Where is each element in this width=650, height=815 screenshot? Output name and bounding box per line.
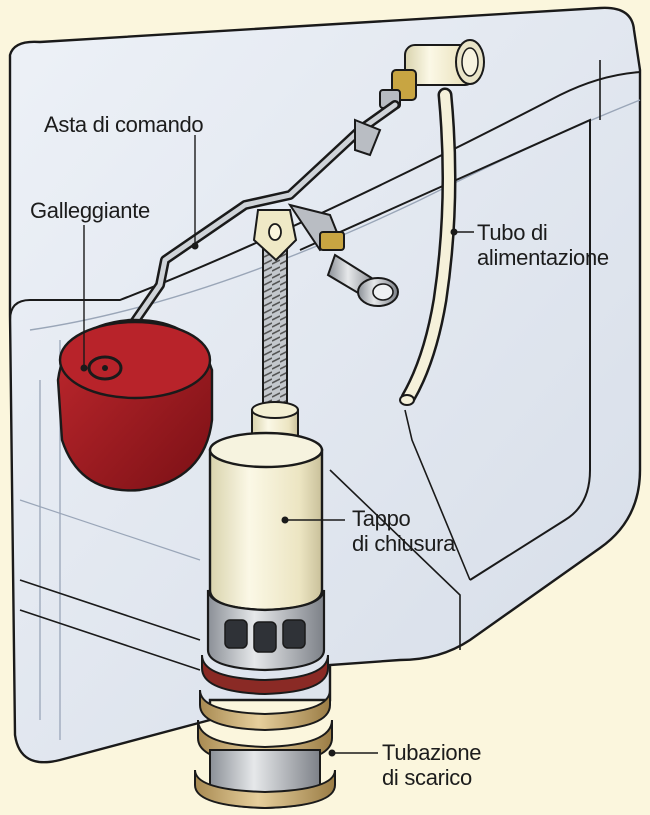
valve-piston	[326, 253, 399, 307]
metal-cage	[206, 589, 326, 672]
label-asta-di-comando: Asta di comando	[44, 112, 204, 137]
label-tubo-line-1: Tubo di	[477, 220, 548, 245]
label-tappo-di-chiusura: Tappo di chiusura	[352, 506, 455, 556]
label-tubazione-line-2: di scarico	[382, 765, 472, 790]
label-tubo-line-2: alimentazione	[477, 245, 609, 270]
label-galleggiante-text: Galleggiante	[30, 198, 150, 223]
label-galleggiante: Galleggiante	[30, 198, 150, 223]
inlet-valve	[379, 39, 485, 109]
label-asta-text: Asta di comando	[44, 112, 204, 137]
stopper-cylinder	[208, 401, 324, 612]
label-tappo-line-1: Tappo	[352, 506, 411, 531]
feed-tube	[399, 87, 457, 406]
gasket-rings	[194, 654, 336, 810]
label-tubazione-line-1: Tubazione	[382, 740, 482, 765]
leader-lines	[80, 135, 474, 757]
float-ball	[56, 318, 214, 492]
label-tubo-di-alimentazione: Tubo di alimentazione	[477, 220, 609, 270]
label-tappo-line-2: di chiusura	[352, 531, 456, 556]
cistern-tank	[8, 6, 642, 764]
label-tubazione-di-scarico: Tubazione di scarico	[382, 740, 482, 790]
